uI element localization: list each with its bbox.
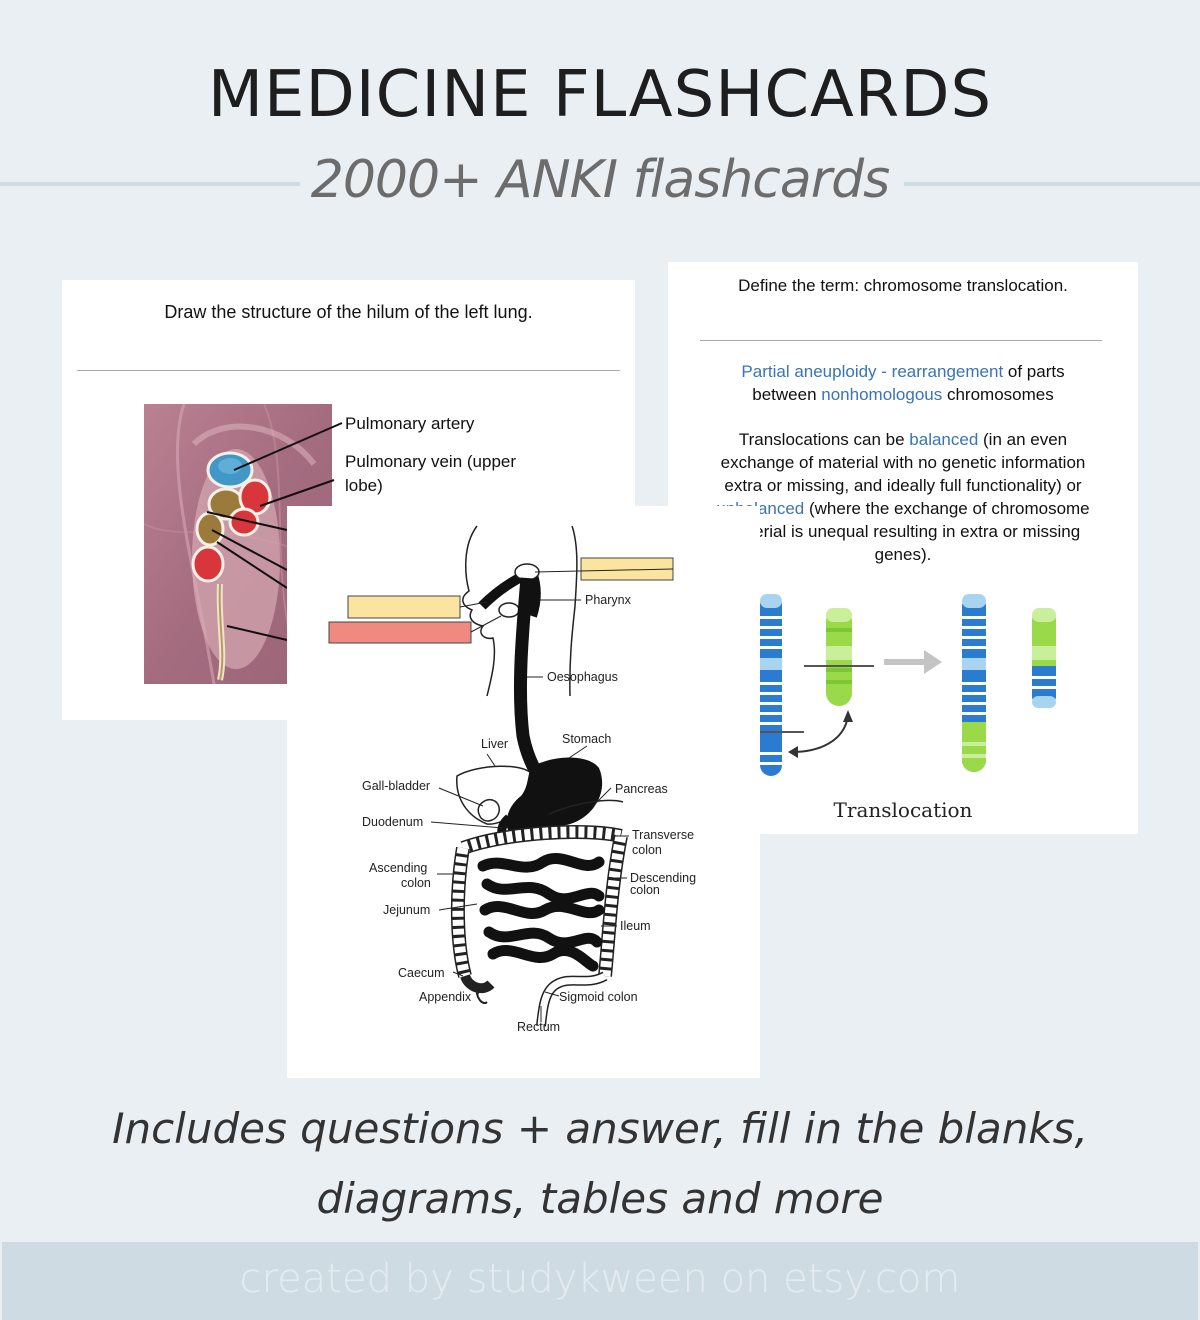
answer-line-1: Partial aneuploidy - rearrangement of pa…: [741, 362, 1065, 381]
card-divider: [77, 370, 620, 371]
label-descending-colon-2: colon: [630, 883, 660, 897]
card-question: Draw the structure of the hilum of the l…: [164, 302, 533, 322]
blank-box-left-red: [328, 621, 472, 644]
chromosome-green-original: [804, 608, 874, 706]
divider-left: [0, 182, 300, 186]
label-pharynx: Pharynx: [585, 593, 632, 607]
figure-label: Translocation: [833, 798, 973, 822]
divider-right: [904, 182, 1200, 186]
label-rectum: Rectum: [517, 1020, 560, 1034]
subtitle: 2000+ ANKI flashcards: [310, 150, 890, 210]
chromosome-diagram: [748, 594, 1056, 776]
label-jejunum: Jejunum: [383, 903, 430, 917]
blank-box-left-yellow: [347, 595, 461, 619]
flashcard-digestive-system: Pharynx Oesophagus Liver Stomach Gall-bl…: [287, 506, 760, 1078]
label-gall-bladder: Gall-bladder: [362, 779, 430, 793]
label-duodenum: Duodenum: [362, 815, 423, 829]
label-appendix: Appendix: [419, 990, 472, 1004]
label-pancreas: Pancreas: [615, 782, 668, 796]
label-ascending-colon: Ascending: [369, 861, 427, 875]
page-title: MEDICINE FLASHCARDS: [207, 58, 993, 132]
label-transverse-colon-2: colon: [632, 843, 662, 857]
label-liver: Liver: [481, 737, 508, 751]
footer-bar: [2, 1242, 1198, 1320]
label-descending-colon: Descending: [630, 871, 696, 885]
digestive-system-diagram: Pharynx Oesophagus Liver Stomach Gall-bl…: [328, 525, 696, 1034]
term-balanced: balanced: [909, 430, 979, 449]
answer-line-4: exchange of material with no genetic inf…: [720, 453, 1086, 472]
label-pulmonary-artery: Pulmonary artery: [345, 414, 475, 433]
credit-text: created by studykween on etsy.com: [239, 1256, 961, 1302]
label-pulmonary-vein-cont: lobe): [345, 476, 383, 495]
label-stomach: Stomach: [562, 732, 611, 746]
hilum-leader-lines: [206, 422, 343, 641]
chromosome-blue-result: [962, 594, 986, 772]
answer-line-7: material is unequal resulting in extra o…: [725, 522, 1081, 541]
term-partial-aneuploidy: Partial aneuploidy - rearrangement: [741, 362, 1004, 381]
chromosome-green-result: [1032, 608, 1056, 708]
card-divider: [700, 340, 1102, 341]
label-sigmoid-colon: Sigmoid colon: [559, 990, 638, 1004]
answer-line-2: between nonhomologous chromosomes: [752, 385, 1054, 404]
card-question: Define the term: chromosome translocatio…: [738, 276, 1068, 295]
feature-line-1: Includes questions + answer, fill in the…: [112, 1104, 1088, 1153]
answer-line-5: extra or missing, and ideally full funct…: [724, 476, 1082, 495]
label-ileum: Ileum: [620, 919, 651, 933]
label-caecum: Caecum: [398, 966, 445, 980]
swap-arrow-icon: [791, 715, 849, 753]
label-transverse-colon: Transverse: [632, 828, 694, 842]
term-nonhomologous: nonhomologous: [821, 385, 943, 404]
feature-line-2: diagrams, tables and more: [316, 1174, 884, 1223]
label-pulmonary-vein: Pulmonary vein (upper: [345, 452, 517, 471]
arrow-right-icon: [884, 650, 942, 674]
answer-line-3: Translocations can be balanced (in an ev…: [738, 430, 1068, 449]
label-ascending-colon-2: colon: [401, 876, 431, 890]
label-oesophagus: Oesophagus: [547, 670, 618, 684]
answer-line-8: genes).: [874, 545, 932, 564]
